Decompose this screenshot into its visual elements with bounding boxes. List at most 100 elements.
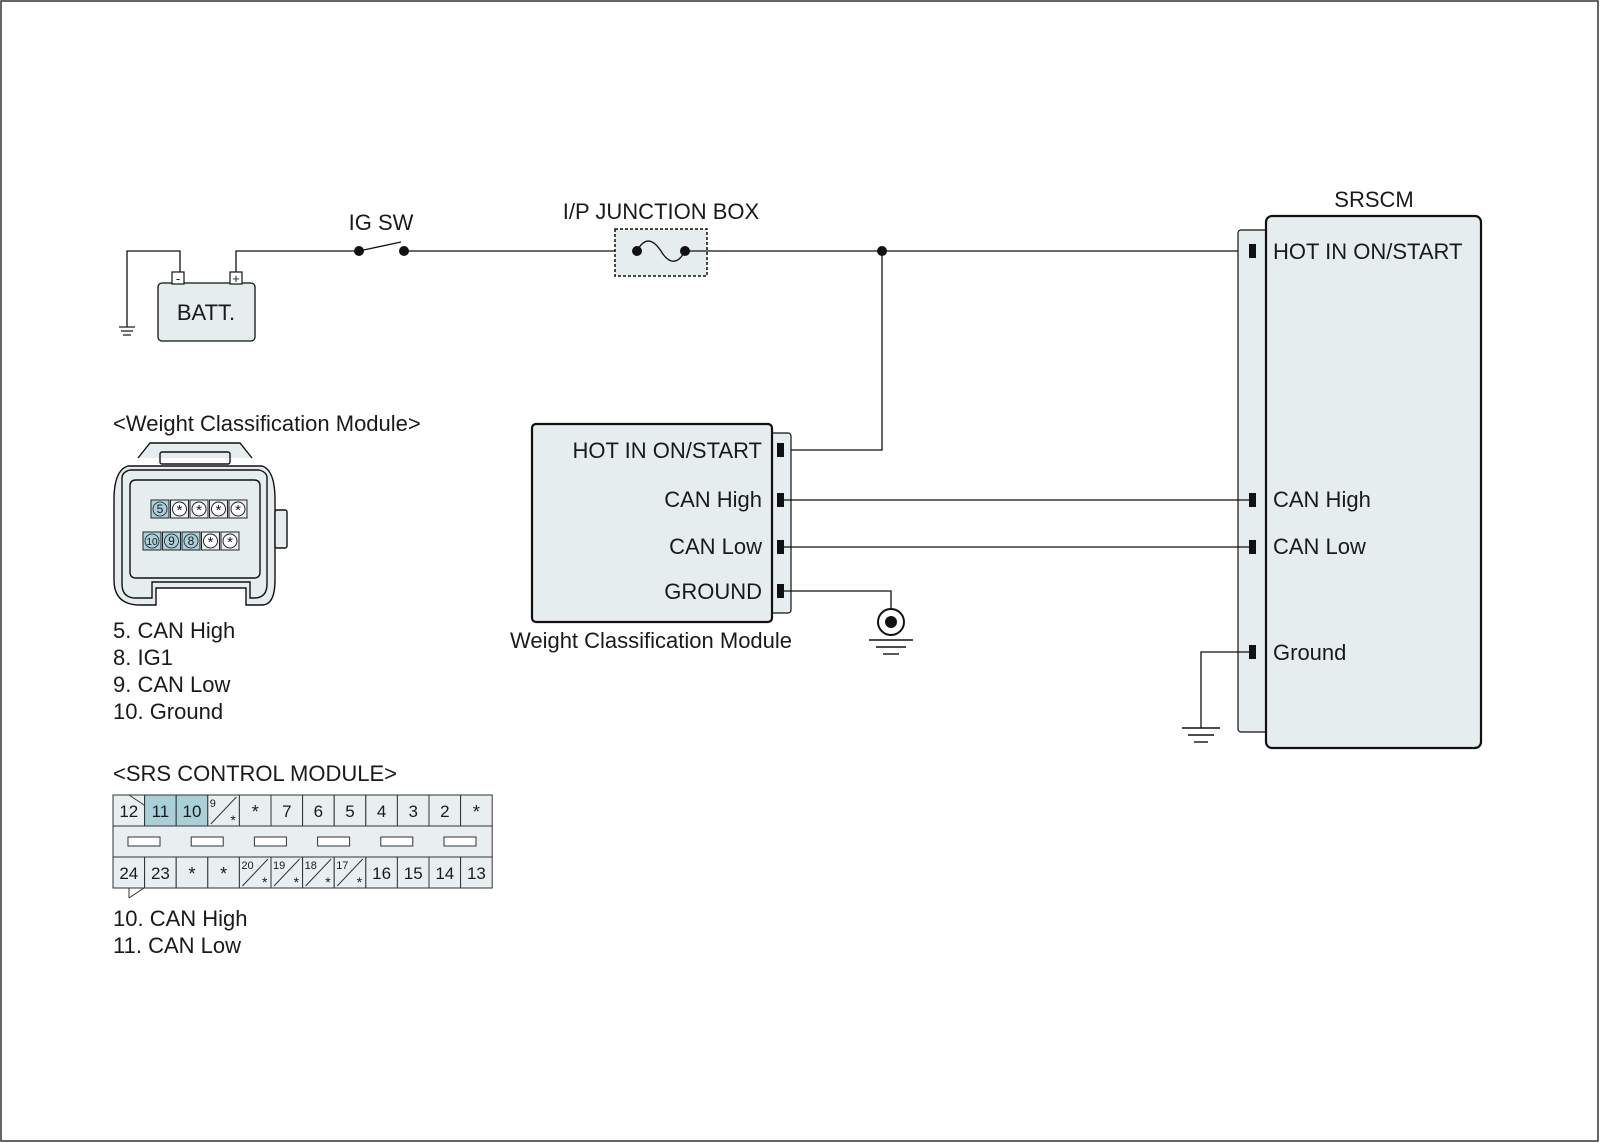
srs-connector-pin: 11 [144,794,177,827]
wcm-connector-title: <Weight Classification Module> [113,411,421,436]
srs-bottom-pin-star: * [357,874,363,890]
srs-connector-key-top [128,794,145,806]
srs-bottom-pin-number: * [188,864,195,884]
wcm-connector-pin: 9 [162,531,181,551]
srs-connector-pin: 18 * [302,856,335,890]
battery-ground-icon [119,326,135,336]
srs-connector-key-bottom [128,887,145,899]
srs-top-pin-number: 9 [210,798,216,810]
srs-connector-pin: 7 [270,794,304,827]
srs-bottom-pin-number: 15 [404,864,423,883]
wcm-legend-line: 8. IG1 [113,645,173,670]
srs-bottom-pin-number: 18 [305,860,317,872]
wcm-pin-number: 8 [188,534,195,548]
wcm-pin-can-low [777,540,784,554]
wcm-hot-label: HOT IN ON/START [573,438,762,463]
srs-connector-pin: 19 * [270,856,304,890]
battery-label: BATT. [177,300,235,325]
srscm-pin-can-high [1249,493,1256,507]
srs-top-pin-number: 4 [377,802,386,821]
srs-legend-line: 10. CAN High [113,906,248,931]
srs-top-pin-number: 6 [314,802,323,821]
srs-bottom-pin-number: 17 [336,860,348,872]
wcm-connector-pin: * [220,531,240,551]
battery [157,282,256,342]
wcm-connector-housing [113,442,288,606]
wcm-pin-ground [777,584,784,598]
srs-connector-pin: 6 [302,794,335,827]
wcm-ground-label: GROUND [664,579,762,604]
wcm-module: HOT IN ON/START CAN High CAN Low GROUND … [510,422,1249,655]
srs-bottom-pin-number: 14 [435,864,454,883]
srs-connector-slot [380,836,414,847]
wcm-pin-number: * [216,502,222,519]
wcm-connector-pin: 8 [181,531,201,551]
srs-bottom-pin-star: * [294,874,300,890]
wcm-chassis-ground-icon [869,608,913,655]
ignition-switch [354,241,409,256]
srs-top-pin-number: * [473,802,480,822]
srs-top-pin-number: 10 [183,802,202,821]
wcm-pin-hot [777,443,784,457]
srs-bottom-pin-number: 23 [151,864,170,883]
srs-connector-pin: 13 [460,856,493,889]
srscm-can-low-label: CAN Low [1273,534,1366,559]
srs-connector-latch-band [112,825,493,858]
srs-bottom-pin-number: 16 [372,864,391,883]
srscm-ground-label: Ground [1273,640,1346,665]
wcm-pin-number: * [196,502,202,519]
srs-bottom-pin-number: 19 [273,860,285,872]
wcm-connector-pin: 5 [150,499,170,519]
srs-connector-slot [127,836,161,847]
srs-top-pin-number: 5 [345,802,354,821]
srs-connector-pin: 23 [144,856,177,889]
junction-box-label: I/P JUNCTION BOX [563,199,760,224]
srs-bottom-pin-number: 13 [467,864,486,883]
srscm-pin-hot [1249,244,1256,258]
wcm-pin-number: * [227,534,233,551]
srs-connector-legend: 10. CAN High 11. CAN Low [113,906,248,958]
srs-connector-pin: * [207,856,240,889]
srs-connector-pin: 10 [175,794,209,827]
srs-connector-pin: 20* [238,856,272,890]
srscm-can-high-label: CAN High [1273,487,1371,512]
srs-top-pin-number: 2 [440,802,449,821]
srs-bottom-pin-number: * [220,864,227,884]
wcm-pin-number: * [235,502,241,519]
srs-connector-pin: 2 [428,794,462,827]
wcm-pin-number: * [177,502,183,519]
srs-connector-pin: * [175,856,209,889]
srs-top-pin-star: * [230,812,236,828]
junction-box [614,228,708,277]
srs-connector-slot [443,836,477,847]
srs-bottom-pin-number: 24 [119,864,138,883]
battery-neg-terminal [171,271,185,285]
srs-connector-title: <SRS CONTROL MODULE> [113,761,397,786]
srs-bottom-pin-star: * [325,874,331,890]
srs-connector-pin: 3 [396,794,430,827]
srs-top-pin-number: 7 [282,802,291,821]
srs-connector-slot [317,836,351,847]
wcm-connector-pin: 10 [142,531,162,551]
srs-connector-pin: 16 [365,856,398,889]
wcm-caption: Weight Classification Module [510,628,792,653]
wcm-pin-number: 10 [146,537,158,548]
srs-connector-pin: * [460,794,493,827]
wcm-pin-number: * [208,534,214,551]
wcm-can-low-label: CAN Low [669,534,762,559]
srs-top-pin-number: 12 [119,802,138,821]
srs-connector-pin: 15 [396,856,430,889]
srs-connector-pin: 12 [112,794,146,827]
wcm-connector-pin: * [189,499,209,519]
battery-neg-label: - [176,271,180,286]
wcm-connector-pin: * [170,499,189,519]
srs-connector-pin: 5 [333,794,367,827]
wcm-pin-number: 9 [168,534,175,548]
wcm-legend-line: 9. CAN Low [113,672,230,697]
srs-connector-pin: 14 [428,856,462,889]
